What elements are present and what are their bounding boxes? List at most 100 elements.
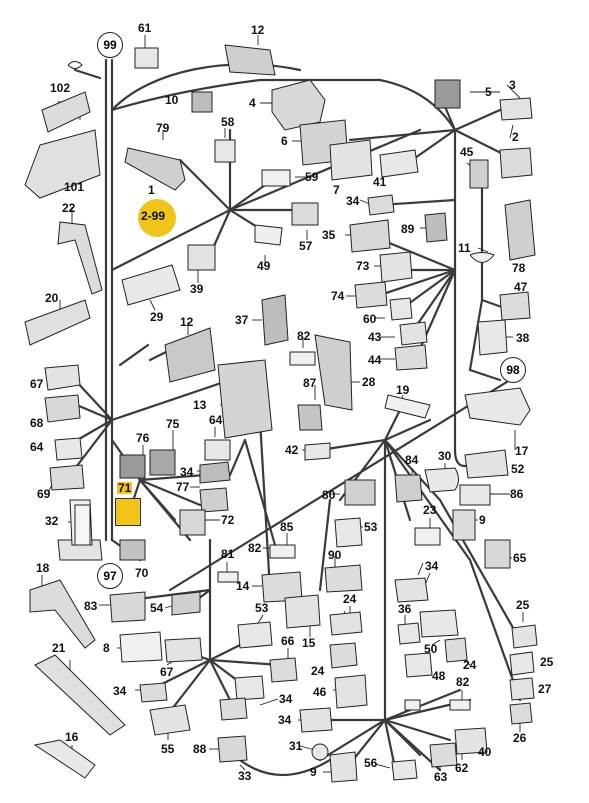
part-label-64b: 64 bbox=[209, 413, 223, 427]
part-label-40: 40 bbox=[478, 745, 492, 759]
part-label-5: 5 bbox=[485, 85, 492, 99]
part-label-2: 2 bbox=[512, 130, 519, 144]
part-label-80: 80 bbox=[322, 488, 336, 502]
part-label-20: 20 bbox=[45, 291, 59, 305]
part-label-10: 10 bbox=[165, 93, 179, 107]
part-label-53b: 53 bbox=[255, 601, 269, 615]
part-label-4: 4 bbox=[249, 96, 256, 110]
part-label-6: 6 bbox=[281, 134, 288, 148]
part-label-23: 23 bbox=[423, 503, 437, 517]
part-label-46: 46 bbox=[313, 685, 327, 699]
part-label-12a: 12 bbox=[251, 23, 265, 37]
part-label-25a: 25 bbox=[516, 598, 530, 612]
part-label-28: 28 bbox=[362, 375, 376, 389]
part-label-83: 83 bbox=[84, 599, 98, 613]
part-label-35: 35 bbox=[322, 228, 336, 242]
part-label-76: 76 bbox=[136, 431, 150, 445]
highlight-marker bbox=[138, 199, 176, 237]
part-label-36: 36 bbox=[398, 602, 412, 616]
part-label-8: 8 bbox=[103, 641, 110, 655]
part-label-34f: 34 bbox=[346, 194, 360, 208]
part-label-34a: 34 bbox=[180, 465, 194, 479]
part-label-49: 49 bbox=[257, 259, 271, 273]
part-label-102: 102 bbox=[50, 81, 71, 95]
part-label-57: 57 bbox=[299, 239, 313, 253]
part-label-58: 58 bbox=[221, 115, 235, 129]
part-label-45: 45 bbox=[460, 145, 474, 159]
part-label-34d: 34 bbox=[279, 692, 293, 706]
part-label-73: 73 bbox=[356, 259, 370, 273]
part-label-34e: 34 bbox=[278, 713, 292, 727]
part-label-18: 18 bbox=[36, 561, 50, 575]
part-label-82a: 82 bbox=[297, 329, 311, 343]
highlight-label-top: 1 bbox=[148, 183, 155, 197]
part-label-13: 13 bbox=[193, 398, 207, 412]
part-label-48: 48 bbox=[432, 669, 446, 683]
part-label-38: 38 bbox=[516, 331, 530, 345]
part-label-87: 87 bbox=[303, 376, 317, 390]
part-label-82c: 82 bbox=[456, 675, 470, 689]
part-label-60: 60 bbox=[363, 312, 377, 326]
part-label-84: 84 bbox=[405, 453, 419, 467]
part-label-17: 17 bbox=[515, 444, 529, 458]
part-label-50: 50 bbox=[424, 642, 438, 656]
part-label-22: 22 bbox=[62, 201, 76, 215]
part-label-67b: 67 bbox=[160, 665, 174, 679]
part-label-33: 33 bbox=[238, 769, 252, 783]
part-label-63: 63 bbox=[434, 770, 448, 784]
part-label-61: 61 bbox=[138, 21, 152, 35]
part-label-89: 89 bbox=[401, 222, 415, 236]
part-label-24c: 24 bbox=[311, 664, 325, 678]
part-label-74: 74 bbox=[331, 289, 345, 303]
highlight-label-bottom: 2-99 bbox=[141, 209, 166, 223]
part-label-3: 3 bbox=[509, 78, 516, 92]
ref-circle-98: 98 bbox=[500, 357, 526, 383]
part-label-44: 44 bbox=[368, 353, 382, 367]
part-label-43: 43 bbox=[368, 330, 382, 344]
highlighted-part-71 bbox=[115, 498, 141, 526]
part-label-41: 41 bbox=[373, 175, 387, 189]
part-label-24a: 24 bbox=[343, 592, 357, 606]
part-label-16: 16 bbox=[65, 730, 79, 744]
part-label-54: 54 bbox=[150, 601, 164, 615]
part-label-52: 52 bbox=[511, 462, 525, 476]
part-label-9a: 9 bbox=[479, 513, 486, 527]
part-label-62: 62 bbox=[455, 761, 469, 775]
part-label-77: 77 bbox=[176, 480, 190, 494]
part-label-25b: 25 bbox=[540, 655, 554, 669]
part-label-90: 90 bbox=[328, 548, 342, 562]
part-label-82b: 82 bbox=[248, 541, 262, 555]
part-label-34b: 34 bbox=[425, 559, 439, 573]
components bbox=[24, 44, 538, 783]
ref-circle-97: 97 bbox=[97, 563, 123, 589]
part-label-29: 29 bbox=[150, 310, 164, 324]
part-label-75: 75 bbox=[166, 417, 180, 431]
part-label-101: 101 bbox=[64, 180, 85, 194]
part-label-67a: 67 bbox=[30, 377, 44, 391]
part-label-66: 66 bbox=[281, 634, 295, 648]
highlighted-part-label: 71 bbox=[117, 481, 133, 495]
part-label-9b: 9 bbox=[310, 765, 317, 779]
part-label-24b: 24 bbox=[463, 658, 477, 672]
part-label-65: 65 bbox=[513, 551, 527, 565]
part-label-42: 42 bbox=[285, 443, 299, 457]
part-label-11: 11 bbox=[458, 241, 471, 255]
part-label-53a: 53 bbox=[364, 520, 378, 534]
part-label-31: 31 bbox=[289, 739, 303, 753]
part-label-86: 86 bbox=[510, 487, 524, 501]
part-label-72: 72 bbox=[221, 513, 235, 527]
part-label-68: 68 bbox=[30, 416, 44, 430]
part-label-85: 85 bbox=[280, 520, 294, 534]
part-label-56: 56 bbox=[364, 756, 378, 770]
part-label-79: 79 bbox=[156, 121, 170, 135]
part-label-69: 69 bbox=[37, 487, 51, 501]
part-label-7: 7 bbox=[333, 183, 340, 197]
part-label-59: 59 bbox=[305, 170, 319, 184]
part-label-32: 32 bbox=[45, 514, 59, 528]
part-label-55: 55 bbox=[161, 742, 175, 756]
part-label-14: 14 bbox=[236, 579, 250, 593]
part-label-15: 15 bbox=[302, 636, 316, 650]
part-label-27: 27 bbox=[538, 682, 552, 696]
part-label-34c: 34 bbox=[113, 684, 127, 698]
